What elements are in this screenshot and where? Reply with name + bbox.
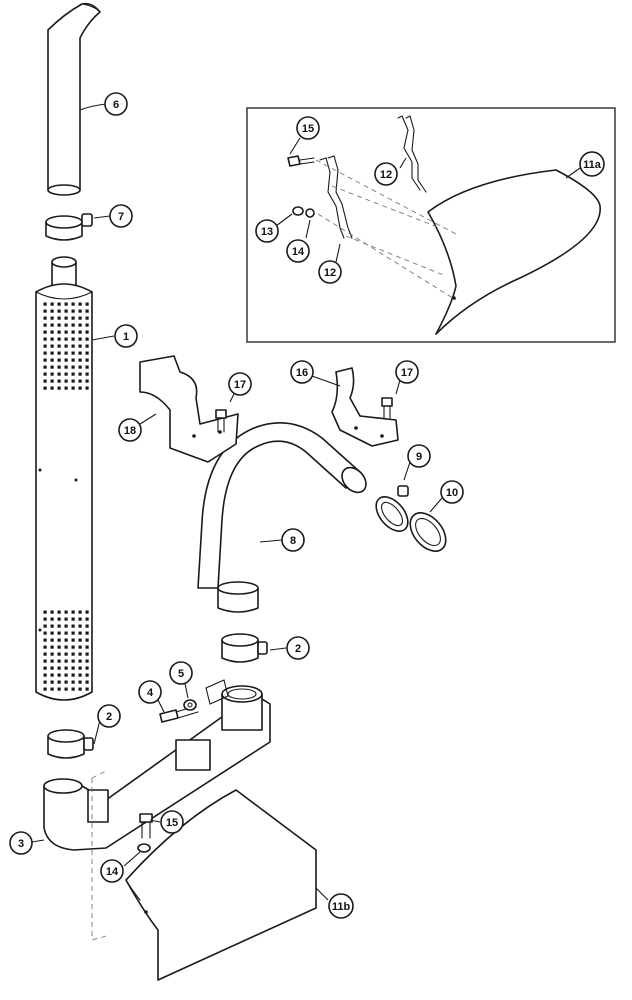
svg-text:13: 13: [261, 226, 273, 238]
svg-text:2: 2: [106, 711, 112, 723]
svg-text:14: 14: [106, 866, 119, 878]
svg-text:6: 6: [113, 99, 119, 111]
bracket-12-lower: [319, 155, 353, 239]
top-clamp: [45, 213, 93, 241]
svg-text:4: 4: [147, 687, 154, 699]
callout-12-upper: 12: [374, 162, 398, 186]
bracket-right: [331, 367, 399, 447]
callout-leaders: [31, 103, 581, 901]
callout-1: 1: [114, 324, 138, 348]
callout-17-left: 17: [228, 372, 252, 396]
svg-text:16: 16: [296, 367, 308, 379]
callout-10: 10: [440, 480, 464, 504]
svg-text:5: 5: [178, 668, 184, 680]
callout-14-detail: 14: [286, 239, 310, 263]
hose-clamp: [375, 485, 409, 532]
rubber-coupler: [409, 512, 447, 552]
callout-15-lower: 15: [160, 810, 184, 834]
svg-text:15: 15: [166, 817, 178, 829]
bracket-12-upper: [397, 115, 427, 193]
callout-4: 4: [138, 680, 162, 704]
upper-clamp: [221, 633, 268, 663]
washer-5: [183, 699, 197, 711]
heat-shield-lower: [125, 789, 317, 981]
svg-text:11b: 11b: [332, 901, 351, 913]
bolt-15-lower: [139, 813, 153, 839]
muffler: [35, 256, 93, 701]
callout-12-lower: 12: [318, 260, 342, 284]
callout-13: 13: [255, 219, 279, 243]
bolt-17-right: [381, 397, 393, 419]
svg-text:14: 14: [292, 246, 305, 258]
svg-text:2: 2: [295, 643, 301, 655]
callout-11a: 11a: [579, 151, 605, 177]
callout-6: 6: [104, 92, 128, 116]
svg-text:17: 17: [401, 367, 413, 379]
callout-14-lower: 14: [100, 859, 124, 883]
callout-18: 18: [118, 418, 142, 442]
detail-inset-box: [246, 107, 616, 343]
svg-text:17: 17: [234, 379, 246, 391]
alignment-lines-lower: [91, 769, 109, 941]
svg-text:8: 8: [290, 535, 296, 547]
callout-8: 8: [281, 528, 305, 552]
lower-clamp: [47, 729, 94, 759]
svg-text:9: 9: [416, 451, 422, 463]
callout-5: 5: [169, 661, 193, 685]
nut-13-detail: [292, 206, 304, 216]
svg-text:10: 10: [446, 487, 458, 499]
callout-17-right: 17: [395, 360, 419, 384]
heat-shield-detail: [427, 169, 601, 335]
svg-text:15: 15: [302, 123, 314, 135]
svg-text:12: 12: [380, 169, 392, 181]
svg-text:11a: 11a: [583, 159, 602, 171]
svg-text:7: 7: [118, 211, 124, 223]
callout-16: 16: [290, 360, 314, 384]
callout-2-lower: 2: [97, 704, 121, 728]
bolt-17-left: [215, 409, 227, 433]
stack-pipe: [47, 2, 101, 196]
callout-3: 3: [9, 831, 33, 855]
alignment-lines-detail: [315, 159, 457, 301]
washer-14-detail: [305, 208, 315, 218]
elbow-assembly: [43, 679, 271, 851]
svg-text:1: 1: [123, 331, 129, 343]
callout-11b: 11b: [328, 893, 354, 919]
screw-15-detail: [287, 155, 315, 167]
svg-text:12: 12: [324, 267, 336, 279]
callout-2-upper: 2: [286, 636, 310, 660]
svg-text:3: 3: [18, 838, 24, 850]
callout-9: 9: [407, 444, 431, 468]
bracket-left: [139, 355, 239, 463]
svg-text:18: 18: [124, 425, 136, 437]
s-bend-pipe: [197, 422, 367, 613]
callout-15-detail: 15: [296, 116, 320, 140]
callout-7: 7: [109, 204, 133, 228]
washer-14-lower: [137, 843, 151, 853]
